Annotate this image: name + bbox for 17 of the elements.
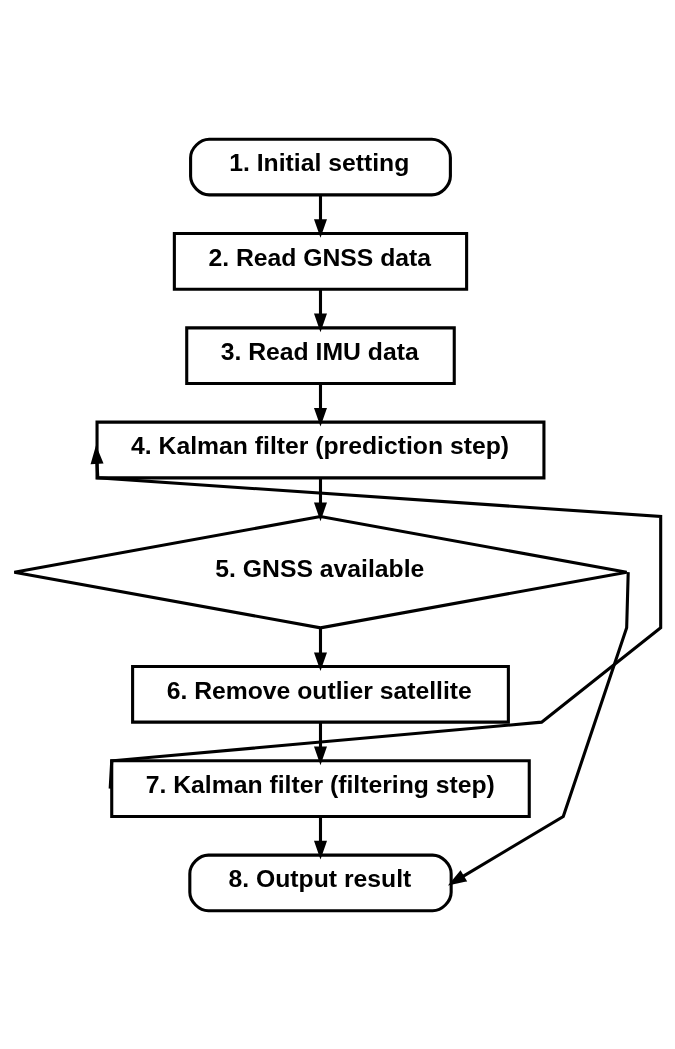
node-diamond: 5. GNSS available (12, 514, 629, 629)
node-box: 1. Initial setting (189, 137, 452, 196)
arrow (314, 816, 327, 859)
node-box: 8. Output result (188, 853, 453, 912)
node-box: 3. Read IMU data (185, 325, 456, 385)
arrow (314, 477, 327, 521)
node-box: 2. Read GNSS data (172, 231, 469, 291)
arrow (447, 571, 630, 885)
arrow (314, 194, 327, 238)
arrow (314, 288, 327, 332)
arrow (90, 444, 663, 789)
node-box: 4. Kalman filter (prediction step) (95, 420, 546, 479)
node-box: 7. Kalman filter (filtering step) (110, 758, 531, 818)
arrow (314, 721, 327, 765)
arrow (314, 383, 327, 426)
node-box: 6. Remove outlier satellite (131, 664, 510, 724)
arrow (314, 627, 327, 671)
